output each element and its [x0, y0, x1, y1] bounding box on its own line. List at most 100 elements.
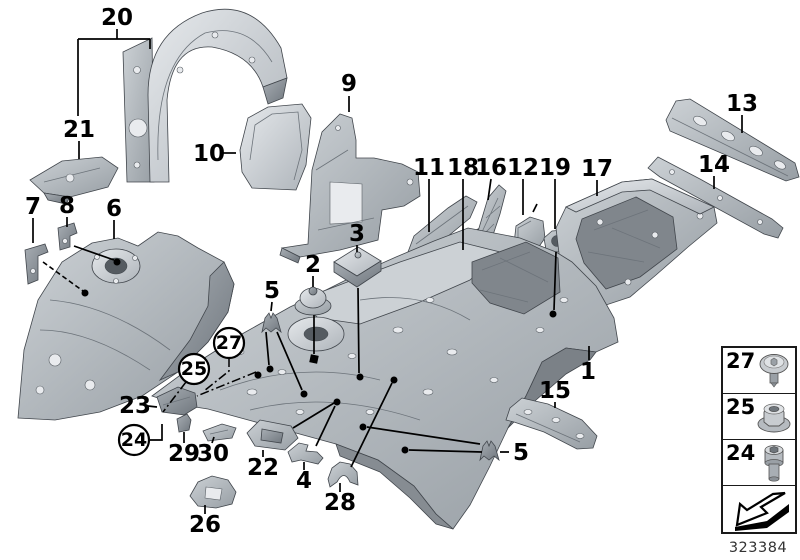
flange-nut-icon: [757, 403, 791, 433]
callout-17[interactable]: 17: [581, 156, 613, 182]
svg-text:11: 11: [413, 155, 445, 181]
svg-text:29: 29: [168, 441, 200, 467]
callout-6[interactable]: 6: [106, 196, 122, 222]
svg-text:14: 14: [698, 152, 730, 178]
part-28-arch-clip: [327, 461, 359, 488]
legend-number: 25: [726, 395, 756, 419]
callout-22[interactable]: 22: [247, 455, 279, 481]
legend-row-direction: [723, 485, 795, 532]
svg-text:17: 17: [581, 156, 613, 182]
callout-15[interactable]: 15: [539, 378, 571, 404]
part-9-support-panel: [279, 113, 421, 264]
callout-10[interactable]: 10: [193, 141, 225, 167]
callout-25-circled[interactable]: 25: [177, 352, 211, 386]
part-8-bracket: [57, 222, 78, 251]
part-30-bracket: [202, 423, 237, 442]
part-5-clip-left: [261, 312, 282, 334]
callout-4[interactable]: 4: [296, 468, 312, 494]
svg-text:26: 26: [189, 512, 221, 538]
svg-text:2: 2: [305, 252, 321, 278]
callout-23[interactable]: 23: [119, 393, 151, 419]
legend-row-27[interactable]: 27: [723, 348, 795, 393]
callout-9[interactable]: 9: [341, 71, 357, 97]
callout-27-circled[interactable]: 27: [212, 326, 246, 360]
svg-text:5: 5: [513, 440, 529, 466]
callout-11[interactable]: 11: [413, 155, 445, 181]
svg-text:4: 4: [296, 468, 312, 494]
svg-text:7: 7: [25, 194, 41, 220]
svg-text:1: 1: [580, 359, 596, 385]
svg-text:21: 21: [63, 117, 95, 143]
part-15-support-plate: [505, 397, 598, 450]
svg-text:15: 15: [539, 378, 571, 404]
legend-number: 27: [726, 349, 756, 373]
callout-1[interactable]: 1: [580, 359, 596, 385]
part-5-clip-right: [479, 440, 500, 462]
callout-3[interactable]: 3: [349, 221, 365, 247]
part-13-rear-panel: [665, 98, 800, 182]
part-14-cross-rail: [647, 156, 784, 239]
part-6-wheelhouse-inner: [17, 231, 235, 421]
svg-text:13: 13: [726, 91, 758, 117]
svg-text:6: 6: [106, 196, 122, 222]
part-10-panel: [239, 103, 312, 191]
svg-text:28: 28: [324, 490, 356, 516]
part-29-clip: [176, 413, 192, 433]
callout-13[interactable]: 13: [726, 91, 758, 117]
part-7-bracket: [24, 243, 49, 285]
svg-text:8: 8: [59, 193, 75, 219]
svg-text:18: 18: [447, 155, 479, 181]
diagram-number: 323384: [728, 540, 788, 556]
callout-24-circled[interactable]: 24: [117, 423, 151, 457]
socket-head-bolt-icon: [764, 445, 784, 482]
callout-5[interactable]: 5: [513, 440, 529, 466]
part-3-square-cover: [333, 246, 382, 288]
svg-text:23: 23: [119, 393, 151, 419]
legend-box: 27 25 24: [721, 346, 797, 534]
leader-lines: [32, 29, 743, 514]
svg-text:25: 25: [181, 358, 207, 380]
callout-8[interactable]: 8: [59, 193, 75, 219]
legend-row-25[interactable]: 25: [723, 393, 795, 439]
part-23-bracket: [156, 386, 198, 416]
callout-2[interactable]: 2: [305, 252, 321, 278]
svg-text:3: 3: [349, 221, 365, 247]
callout-30[interactable]: 30: [197, 441, 229, 467]
part-21-mounting-plate: [29, 156, 119, 205]
callout-7[interactable]: 7: [25, 194, 41, 220]
svg-text:10: 10: [193, 141, 225, 167]
callout-12[interactable]: 12: [507, 155, 539, 181]
part-1-main-floor: [151, 227, 619, 530]
callout-19[interactable]: 19: [539, 155, 571, 181]
svg-text:22: 22: [247, 455, 279, 481]
part-2-dome-mount: [294, 286, 332, 316]
svg-text:27: 27: [216, 332, 242, 354]
attachment-point-markers: [81, 258, 557, 454]
callout-18[interactable]: 18: [447, 155, 479, 181]
svg-text:12: 12: [507, 155, 539, 181]
svg-text:16: 16: [475, 155, 507, 181]
callout-28[interactable]: 28: [324, 490, 356, 516]
part-26-saddle-bracket: [189, 475, 237, 509]
svg-text:19: 19: [539, 155, 571, 181]
part-22-bracket-plate: [246, 419, 299, 451]
callout-16[interactable]: 16: [475, 155, 507, 181]
callout-20[interactable]: 20: [101, 5, 133, 31]
part-20-wheel-arch: [122, 8, 288, 183]
callout-29[interactable]: 29: [168, 441, 200, 467]
callout-26[interactable]: 26: [189, 512, 221, 538]
svg-text:5: 5: [264, 278, 280, 304]
callout-21[interactable]: 21: [63, 117, 95, 143]
callout-5[interactable]: 5: [264, 278, 280, 304]
svg-text:20: 20: [101, 5, 133, 31]
front-direction-arrow-icon: [735, 491, 789, 531]
svg-text:24: 24: [121, 429, 147, 451]
callout-14[interactable]: 14: [698, 152, 730, 178]
legend-number: 24: [726, 441, 756, 465]
svg-text:9: 9: [341, 71, 357, 97]
legend-row-24[interactable]: 24: [723, 439, 795, 485]
part-4-strap: [287, 442, 324, 465]
